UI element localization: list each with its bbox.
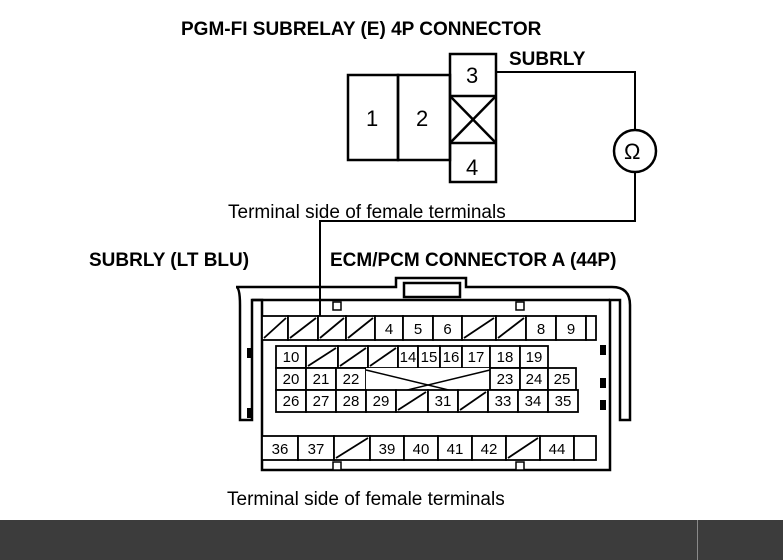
subrelay-connector-title: PGM-FI SUBRELAY (E) 4P CONNECTOR (181, 19, 542, 40)
empty-cavity-slash (339, 347, 367, 367)
ohmmeter-leads (319, 71, 636, 318)
ecm-pin-label: 5 (414, 321, 422, 338)
ecm-cell (366, 368, 490, 390)
empty-cavity-slash (319, 317, 345, 339)
ecm-pin-label: 44 (549, 441, 566, 458)
subrelay-pin-3: 3 (466, 63, 478, 88)
ecm-pin-label: 36 (272, 441, 289, 458)
ecm-pin-label: 16 (443, 349, 460, 366)
ecm-pin-label: 42 (481, 441, 498, 458)
ecm-pin-label: 19 (526, 349, 543, 366)
top-terminal-caption: Terminal side of female terminals (228, 202, 506, 223)
ecm-pin-label: 23 (497, 371, 514, 388)
ecm-cell (547, 389, 579, 413)
ecm-pin-label: 14 (400, 349, 417, 366)
ecm-cell (369, 435, 405, 461)
ecm-cell (585, 315, 597, 341)
empty-cavity-slash (369, 347, 397, 367)
empty-cavity-slash (307, 347, 337, 367)
ecm-pin-label: 28 (343, 393, 360, 410)
ecm-pin-label: 40 (413, 441, 430, 458)
subrelay-pin-4: 4 (466, 155, 478, 180)
empty-cavity-slash (397, 391, 427, 411)
ecm-pin-label: 34 (525, 393, 542, 410)
ecm-pin-label: 25 (554, 371, 571, 388)
empty-cavity-slash (507, 437, 539, 459)
subrly-wire-label: SUBRLY (LT BLU) (89, 250, 249, 271)
ecm-cell (403, 435, 439, 461)
ecm-pin-label: 31 (435, 393, 452, 410)
subrelay-connector (346, 52, 498, 184)
ecm-connector-title: ECM/PCM CONNECTOR A (44P) (330, 250, 616, 271)
ecm-pin-label: 33 (495, 393, 512, 410)
ecm-pin-label: 4 (385, 321, 393, 338)
ecm-cell (471, 435, 507, 461)
empty-cavity-slash (459, 391, 487, 411)
ecm-pin-label: 35 (555, 393, 572, 410)
ecm-cell (555, 315, 587, 341)
ecm-pin-label: 18 (497, 349, 514, 366)
ecm-pin-label: 6 (443, 321, 451, 338)
ecm-cell (297, 435, 335, 461)
ecm-pin-label: 26 (283, 393, 300, 410)
empty-cavity-slash (463, 317, 495, 339)
ecm-pin-label: 21 (313, 371, 330, 388)
empty-cavity-slash (263, 317, 287, 339)
ecm-pin-label: 15 (421, 349, 438, 366)
ohmmeter-circle (612, 128, 658, 174)
ecm-pin-label: 9 (567, 321, 575, 338)
subrelay-pin-1: 1 (366, 106, 378, 131)
bottom-bar (0, 520, 783, 560)
ecm-pin-label: 10 (283, 349, 300, 366)
ecm-pin-label: 29 (373, 393, 390, 410)
ecm-pin-label: 39 (379, 441, 396, 458)
empty-cavity-slash (335, 437, 369, 459)
ecm-pin-label: 8 (537, 321, 545, 338)
subrly-label: SUBRLY (509, 49, 586, 70)
ohm-icon: Ω (624, 139, 640, 164)
bottom-terminal-caption: Terminal side of female terminals (227, 489, 505, 510)
subrelay-pin-2: 2 (416, 106, 428, 131)
ecm-pin-label: 24 (526, 371, 543, 388)
empty-cavity-slash (347, 317, 374, 339)
wiring-diagram: PGM-FI SUBRELAY (E) 4P CONNECTOR SUBRLY … (89, 19, 658, 510)
ecm-cell (437, 435, 473, 461)
ecm-pin-label: 17 (468, 349, 485, 366)
ecm-pin-label: 22 (343, 371, 360, 388)
ecm-cell (573, 435, 597, 461)
ecm-pin-label: 37 (308, 441, 325, 458)
ecm-connector-housing (235, 276, 632, 472)
empty-cavity-slash (289, 317, 317, 339)
empty-cavity-slash (497, 317, 525, 339)
ecm-locator-marks (247, 301, 606, 471)
ecm-pin-label: 20 (283, 371, 300, 388)
ecm-pin-label: 41 (447, 441, 464, 458)
bottom-bar-divider (697, 520, 698, 560)
ecm-pin-label: 27 (313, 393, 330, 410)
